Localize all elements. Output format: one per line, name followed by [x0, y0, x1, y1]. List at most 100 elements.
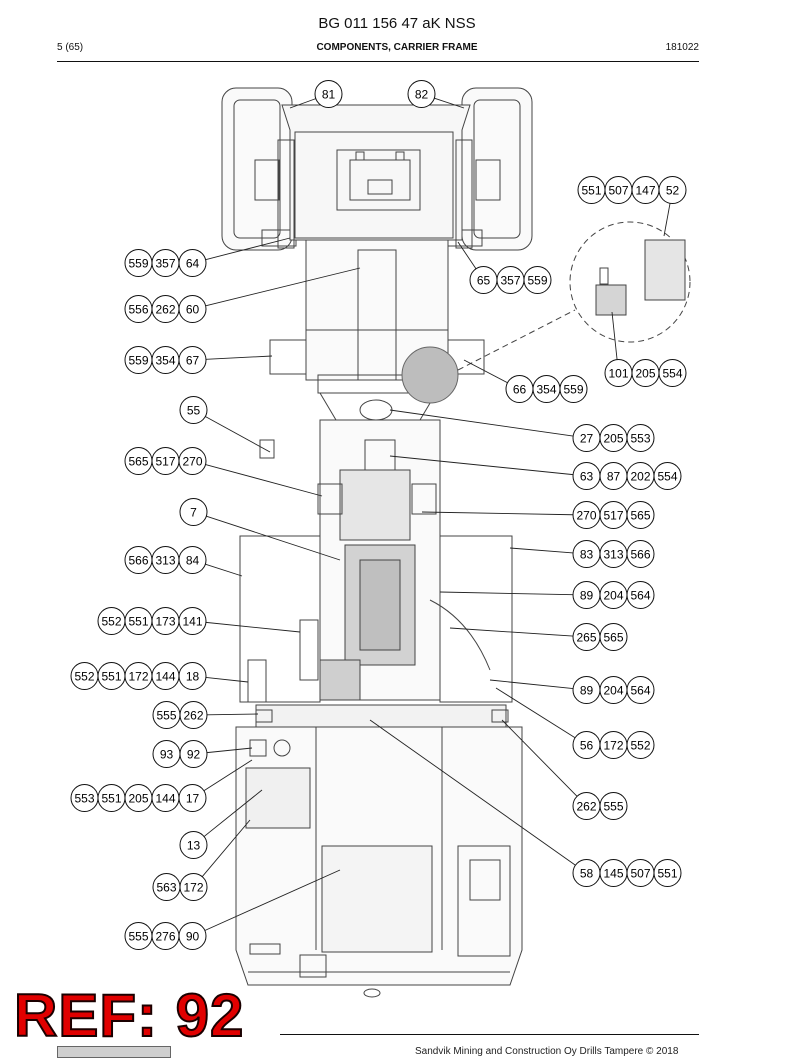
callout-number: 265	[576, 630, 596, 644]
callout-number: 13	[187, 838, 201, 852]
callout-number: 555	[128, 929, 148, 943]
leader-line-c270a	[205, 464, 323, 497]
front-right-wheel	[447, 87, 533, 251]
callout-number: 27	[580, 431, 594, 445]
header-rule	[57, 61, 699, 62]
callout-circle	[523, 266, 552, 294]
callout-circle	[179, 396, 208, 424]
document-title: BG 011 156 47 aK NSS	[318, 15, 476, 32]
callout-number: 357	[155, 256, 175, 270]
leader-line-c27	[389, 409, 574, 437]
callout-circle	[178, 922, 207, 950]
callout-number: 551	[657, 866, 677, 880]
callout-circle	[178, 346, 207, 374]
callout-number: 60	[186, 302, 200, 316]
callout-number: 101	[608, 366, 628, 380]
callout-number: 552	[630, 738, 650, 752]
leader-line-c262b	[501, 719, 578, 797]
callout-number: 551	[128, 614, 148, 628]
callout-circle	[653, 859, 682, 887]
leader-line-c101	[611, 311, 618, 360]
leader-line-c65	[457, 241, 477, 270]
callout-number: 559	[128, 353, 148, 367]
callout-number: 551	[581, 183, 601, 197]
callout-number: 553	[630, 431, 650, 445]
callout-number: 93	[160, 747, 174, 761]
callout-circle	[178, 295, 207, 323]
leader-line-c265	[449, 627, 574, 637]
callout-number: 67	[186, 353, 200, 367]
callout-number: 551	[101, 669, 121, 683]
callout-circle	[626, 540, 655, 568]
callout-circle	[178, 447, 207, 475]
callout-number: 556	[128, 302, 148, 316]
document-date: 181022	[665, 42, 699, 53]
front-frame	[277, 104, 473, 249]
callout-number: 205	[635, 366, 655, 380]
callout-number: 559	[563, 382, 583, 396]
leader-line-c58	[369, 719, 576, 866]
leader-line-c82	[434, 97, 465, 109]
leader-line-c17	[203, 759, 253, 792]
callout-number: 89	[580, 588, 594, 602]
leader-line-c84	[205, 563, 243, 577]
callout-number: 354	[155, 353, 175, 367]
section-title: COMPONENTS, CARRIER FRAME	[316, 42, 478, 53]
callout-circle	[178, 662, 207, 690]
callout-number: 555	[603, 799, 623, 813]
leader-line-c56	[495, 687, 576, 739]
leader-lines	[201, 97, 671, 931]
callout-number: 84	[186, 553, 200, 567]
callout-c7: 7	[179, 498, 208, 526]
callout-number: 89	[580, 683, 594, 697]
callout-number: 7	[190, 505, 197, 519]
callout-circle	[178, 249, 207, 277]
callout-number: 141	[182, 614, 202, 628]
callout-c13: 13	[179, 831, 208, 859]
carrier-frame-illustration	[221, 87, 691, 998]
callout-number: 90	[186, 929, 200, 943]
leader-line-c55	[205, 416, 271, 453]
callout-number: 205	[603, 431, 623, 445]
callout-number: 564	[630, 588, 650, 602]
callout-circle	[178, 784, 207, 812]
callout-number: 56	[580, 738, 594, 752]
callout-c262b: 262 555	[572, 792, 628, 820]
leader-line-c89b	[489, 679, 574, 690]
callout-number: 262	[576, 799, 596, 813]
footer-copyright: Sandvik Mining and Construction Oy Drill…	[415, 1046, 679, 1057]
leader-line-c92	[206, 747, 253, 754]
footer-rule	[280, 1034, 699, 1035]
callout-number: 517	[155, 454, 175, 468]
callout-number: 517	[603, 508, 623, 522]
ref-stamp: REF: 92	[13, 982, 245, 1049]
leader-line-c81	[289, 98, 316, 109]
leader-line-c13	[203, 789, 263, 837]
callout-number: 87	[607, 469, 621, 483]
callout-circle	[179, 701, 208, 729]
callout-number: 204	[603, 588, 623, 602]
callout-number: 66	[513, 382, 527, 396]
callout-number: 564	[630, 683, 650, 697]
callout-number: 313	[603, 547, 623, 561]
callout-number: 172	[128, 669, 148, 683]
leader-line-c66	[463, 359, 508, 384]
rear-frame	[235, 726, 523, 998]
crossbeam	[255, 704, 509, 728]
callout-c67: 559 354 67	[124, 346, 207, 374]
callout-number: 64	[186, 256, 200, 270]
leader-line-c63	[389, 455, 574, 476]
callout-circle	[178, 546, 207, 574]
detail-content	[595, 239, 686, 316]
